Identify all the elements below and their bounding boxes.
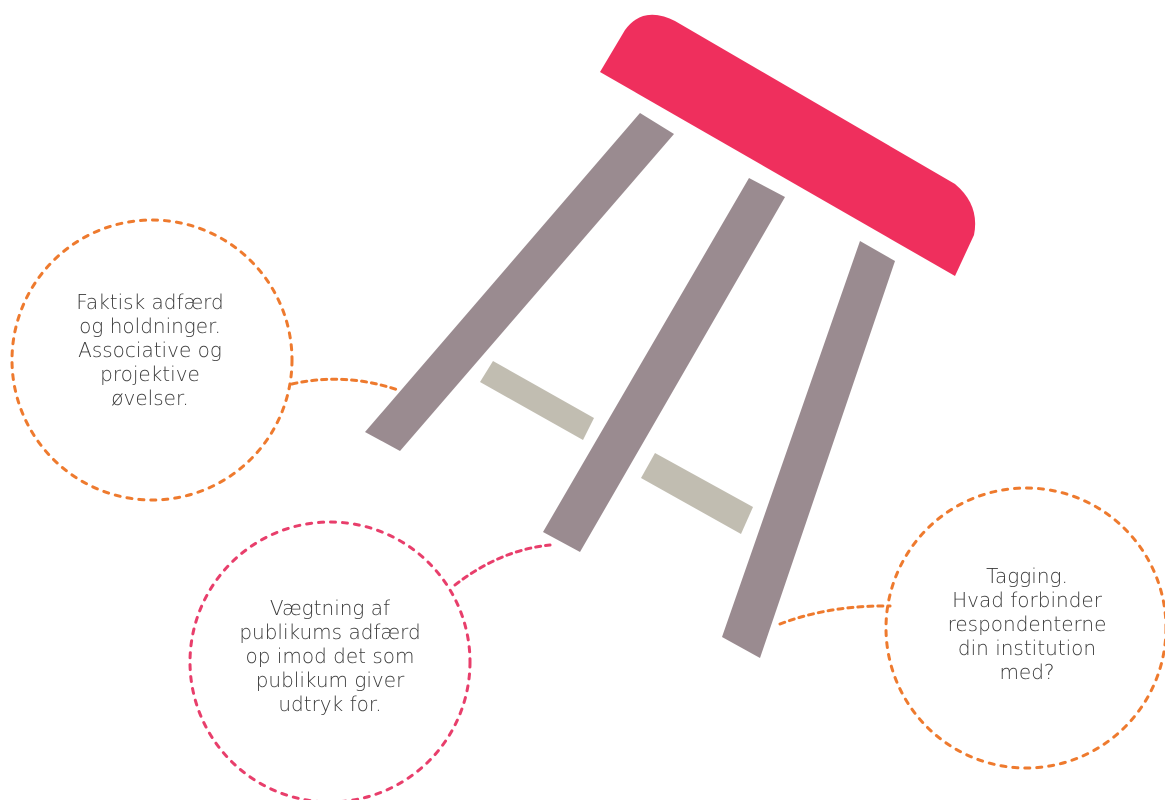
note-left-text: Faktisk adfærd og holdninger. Associativ… <box>40 290 260 410</box>
stool-crossbar-right <box>641 453 753 534</box>
note-bottom-text: Vægtning af publikums adfærd op imod det… <box>214 596 446 716</box>
stool-leg-right <box>722 241 895 658</box>
connector-right <box>780 606 890 624</box>
connector-bottom <box>455 545 550 585</box>
note-right-text: Tagging. Hvad forbinder respondenterne d… <box>910 564 1144 684</box>
connector-left <box>292 379 398 390</box>
stool-crossbar-left <box>480 361 594 440</box>
